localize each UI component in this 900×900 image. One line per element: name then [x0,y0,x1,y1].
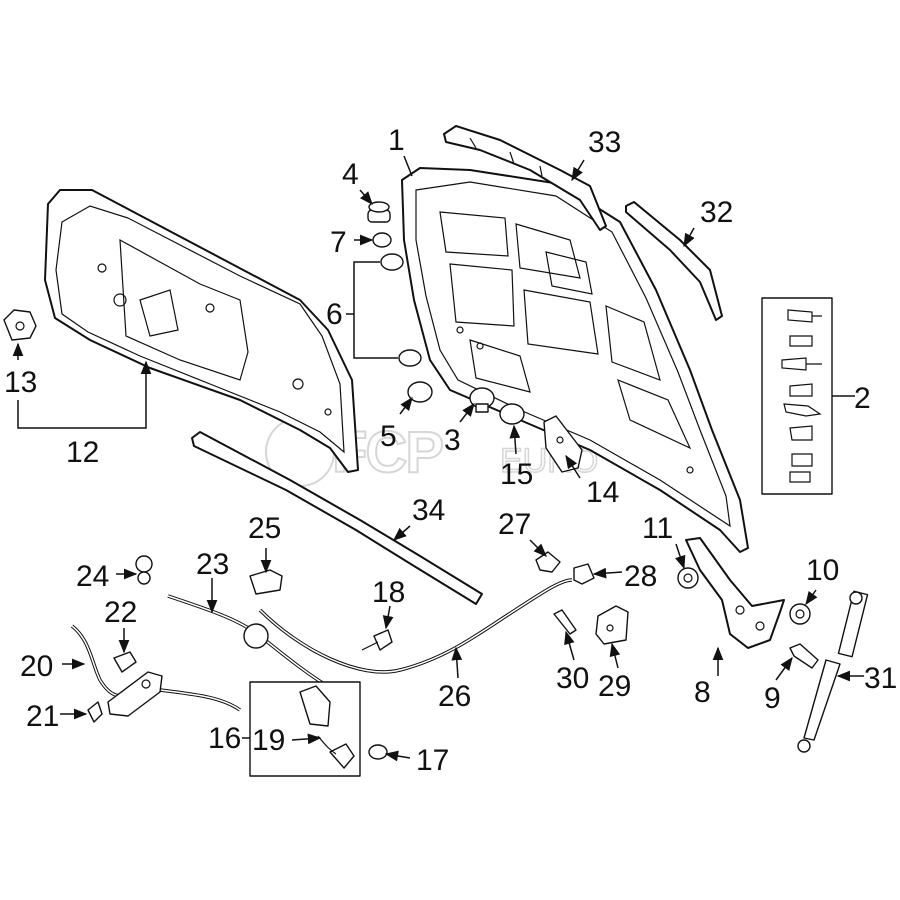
bumper-15[interactable] [499,403,525,425]
callout-5: 5 [380,420,397,453]
callout-20: 20 [20,650,53,683]
callout-34: 34 [412,494,445,527]
nut-11[interactable] [677,567,699,589]
hood-seal-strip[interactable] [191,431,483,605]
nut-10[interactable] [789,603,811,625]
callout-3: 3 [444,424,461,457]
callout-15: 15 [500,458,533,491]
hood-seal-side[interactable] [625,201,723,321]
callout-27: 27 [498,508,531,541]
callout-11: 11 [642,512,673,545]
release-cable-23[interactable] [167,594,335,692]
callout-4: 4 [342,158,359,191]
handle-22[interactable] [113,651,137,673]
callout-1: 1 [388,124,405,157]
release-handle-bracket[interactable] [107,671,163,717]
callout-23: 23 [196,548,229,581]
bumper-5[interactable] [407,381,433,403]
callout-28: 28 [624,560,657,593]
callout-32: 32 [700,196,733,229]
plug-6-lower[interactable] [398,349,422,367]
callout-9: 9 [764,682,781,715]
callout-6: 6 [326,298,343,331]
callout-29: 29 [598,670,631,703]
callout-22: 22 [104,596,137,629]
callout-labels: 1 2 3 4 5 6 7 8 9 10 11 12 13 14 15 16 1… [4,124,897,777]
callout-31: 31 [864,662,897,695]
bumper-4[interactable] [367,201,391,223]
gas-strut[interactable] [797,590,869,753]
callout-24: 24 [76,560,109,593]
callout-33: 33 [588,126,621,159]
callout-26: 26 [438,680,471,713]
callout-16: 16 [208,722,241,755]
callout-8: 8 [694,676,711,709]
callout-21: 21 [26,700,59,733]
callout-10: 10 [806,554,839,587]
callout-leaders [12,155,864,762]
bolt-18[interactable] [361,629,393,651]
clip-24[interactable] [135,555,153,585]
bumper-3[interactable] [469,387,495,413]
bolt-9[interactable] [789,643,819,669]
plug-17[interactable] [368,744,388,760]
callout-2: 2 [854,382,871,415]
callout-18: 18 [372,576,405,609]
clip-28[interactable] [573,563,595,585]
release-cable-20[interactable] [70,624,242,712]
clip-25[interactable] [249,569,283,595]
callout-13: 13 [4,366,37,399]
bracket-29[interactable] [595,605,629,645]
hood-hinge[interactable] [685,537,785,649]
release-cable[interactable] [258,578,573,674]
hood-insulator[interactable] [44,189,359,473]
callout-17: 17 [416,744,449,777]
bolt-30[interactable] [553,609,577,635]
callout-12: 12 [66,436,99,469]
callout-7: 7 [330,226,347,259]
clip-27[interactable] [535,551,561,573]
callout-19: 19 [252,724,285,757]
latch-group[interactable] [249,681,361,777]
plug-6-upper[interactable] [380,253,404,271]
fastener-kit[interactable] [761,297,833,495]
insulator-clip[interactable] [3,309,37,341]
hood-panel[interactable] [401,167,749,553]
callout-25: 25 [248,512,281,545]
callout-30: 30 [556,662,589,695]
callout-14: 14 [586,476,619,509]
bolt-21[interactable] [87,701,103,723]
plug-7[interactable] [372,232,392,248]
